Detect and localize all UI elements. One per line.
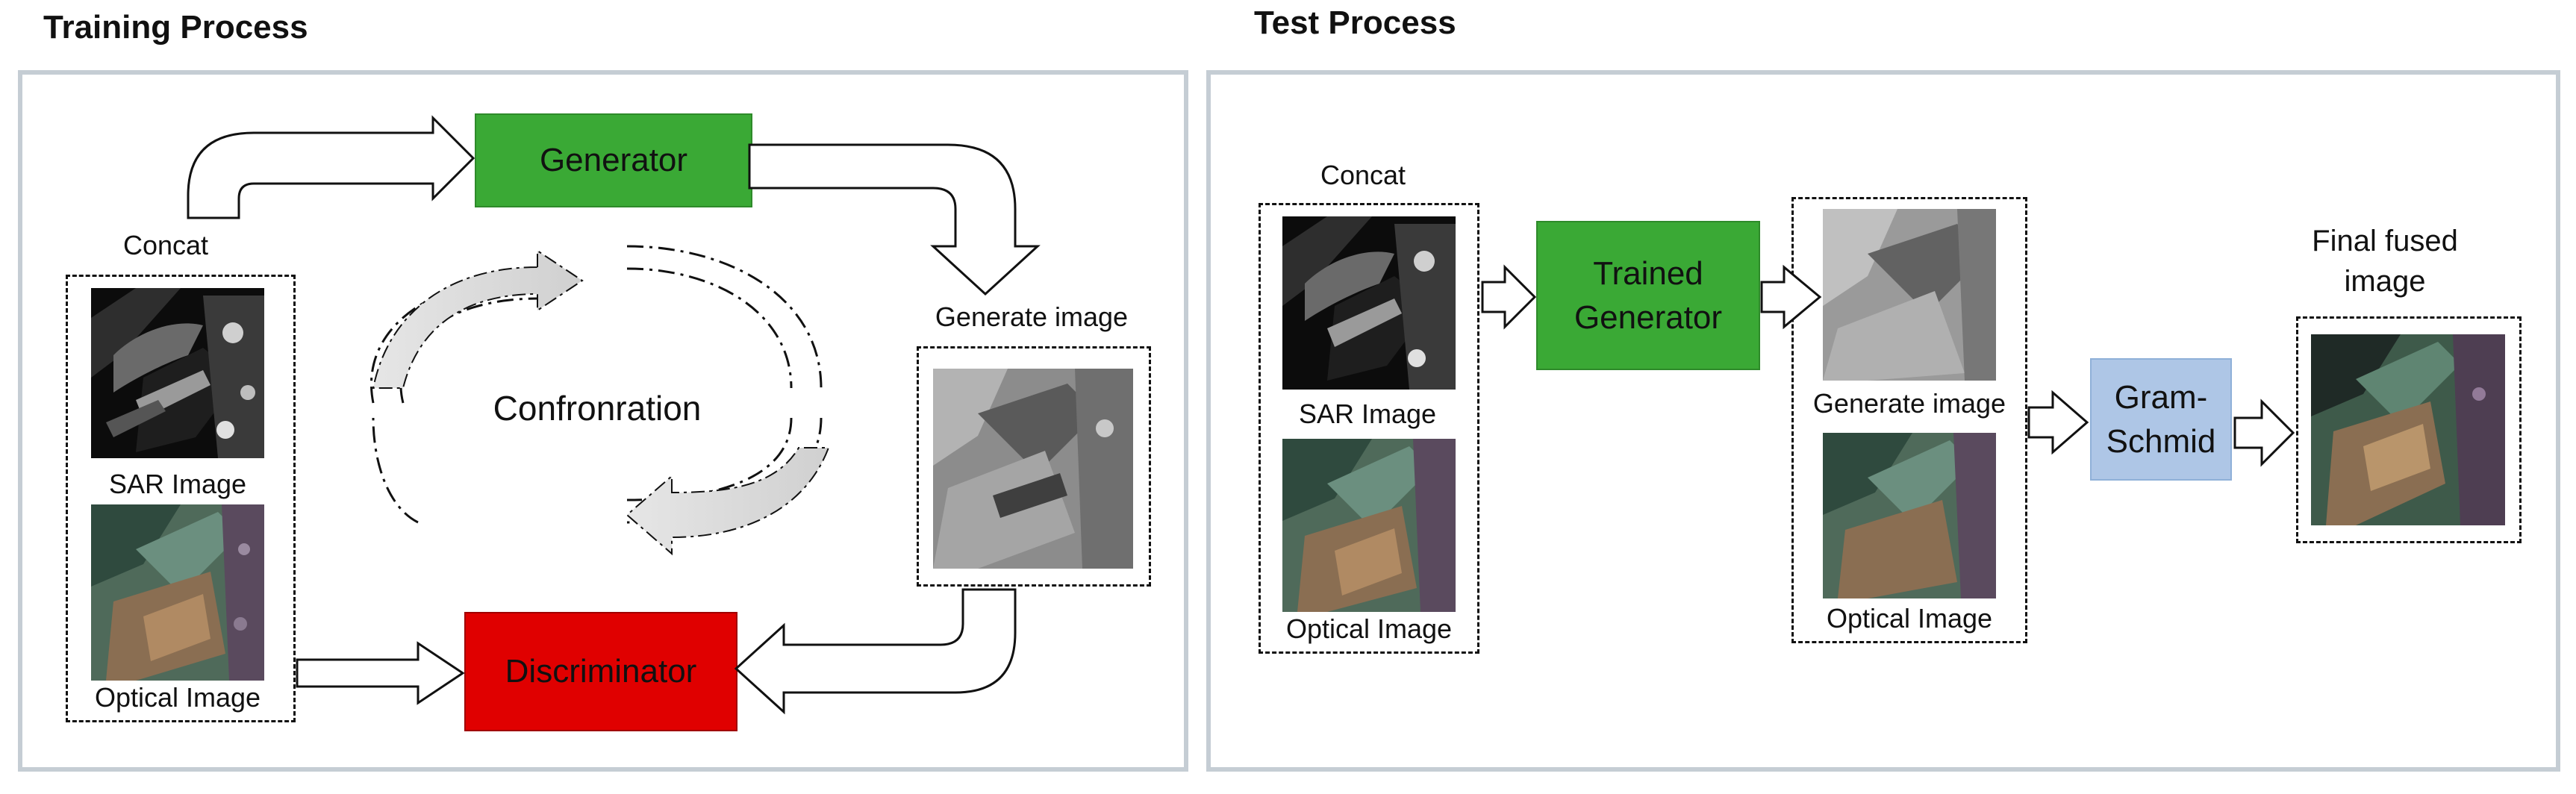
gram-schmid-to-final-arrow: [2233, 398, 2295, 467]
concat-to-generator-arrow: [187, 115, 475, 219]
training-sar-image: [91, 288, 264, 458]
confrontation-cycle: [370, 245, 823, 524]
test-input-group: [1259, 203, 1479, 654]
gram-schmid-box: Gram-Schmid: [2090, 358, 2232, 481]
final-fused-label: Final fused image: [2312, 225, 2458, 298]
test-generate-image: [1823, 209, 1996, 381]
generate-image-to-discriminator-arrow: [734, 588, 1017, 715]
training-generate-image-label: Generate image: [935, 301, 1129, 332]
training-input-group: [66, 275, 296, 722]
generator-to-generate-image-arrow: [748, 143, 1041, 296]
training-process-title: Training Process: [43, 9, 308, 46]
test-optical-label-2: Optical Image: [1826, 603, 1993, 634]
test-sar-image: [1282, 216, 1456, 390]
discriminator-box: Discriminator: [464, 612, 737, 731]
test-concat-to-trained-generator-arrow: [1481, 264, 1537, 330]
confrontation-cycle-label: Confronration: [493, 389, 702, 428]
test-process-title: Test Process: [1254, 4, 1456, 41]
training-sar-label: SAR Image: [108, 469, 247, 499]
optical-to-discriminator-arrow: [296, 641, 465, 705]
final-fused-image: [2311, 334, 2505, 525]
final-fused-group: [2296, 316, 2522, 543]
test-optical-image: [1282, 439, 1456, 612]
training-generate-image: [933, 369, 1133, 569]
test-concat-label: Concat: [1320, 160, 1406, 190]
cycle-bottom-arrowhead: [626, 447, 830, 556]
test-sar-label: SAR Image: [1298, 398, 1437, 429]
trained-generator-to-generate-image-arrow: [1760, 264, 1822, 330]
generate-group-to-gram-schmid-arrow: [2027, 390, 2089, 455]
test-optical-image-2: [1823, 433, 1996, 598]
training-generate-image-group: [917, 346, 1151, 587]
trained-generator-box: Trained Generator: [1536, 221, 1760, 370]
test-generate-image-label: Generate image: [1812, 388, 2006, 419]
test-generate-group: [1791, 197, 2027, 643]
training-concat-label: Concat: [122, 230, 209, 260]
cycle-top-arrowhead: [372, 249, 584, 389]
training-optical-image: [91, 504, 264, 681]
test-optical-label: Optical Image: [1285, 613, 1453, 644]
training-optical-label: Optical Image: [94, 682, 261, 713]
